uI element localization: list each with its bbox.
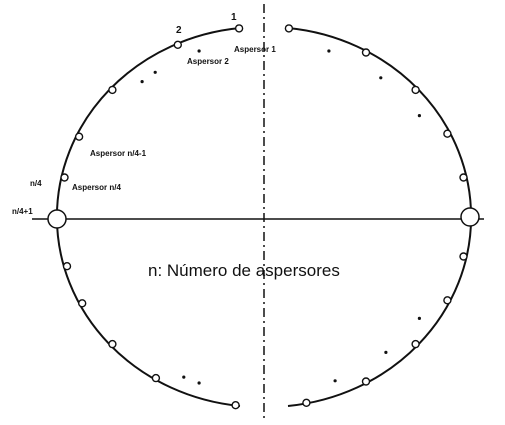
sprinkler-marker bbox=[74, 132, 84, 141]
sprinkler-1-label: Aspersor 1 bbox=[234, 45, 276, 54]
sprinkler-marker bbox=[108, 339, 117, 349]
sprinkler-marker bbox=[231, 401, 240, 410]
sprinkler-marker bbox=[361, 48, 371, 57]
sprinkler-marker bbox=[234, 24, 244, 33]
sprinkler-marker bbox=[443, 296, 452, 305]
sprinkler-marker bbox=[443, 129, 452, 138]
sprinkler-marker bbox=[284, 24, 294, 33]
spacing-dot bbox=[333, 379, 337, 383]
sprinkler-marker bbox=[411, 85, 420, 95]
sprinkler-marker bbox=[459, 173, 468, 182]
sprinkler-marker bbox=[108, 85, 117, 95]
sprinkler-right-large bbox=[460, 207, 480, 227]
sprinkler-marker bbox=[62, 262, 72, 271]
sprinkler-marker bbox=[361, 377, 371, 386]
spacing-dot bbox=[153, 70, 157, 74]
spacing-dot bbox=[384, 350, 388, 354]
sprinkler-number-2: 2 bbox=[176, 25, 182, 36]
sprinkler-marker bbox=[151, 373, 161, 383]
spacing-dot bbox=[327, 49, 331, 53]
sprinkler-marker bbox=[173, 40, 183, 49]
sprinkler-number-1: 1 bbox=[231, 12, 237, 23]
sprinkler-n4-label: Aspersor n/4 bbox=[72, 183, 121, 192]
spacing-dot bbox=[197, 381, 201, 385]
n4-label: n/4 bbox=[30, 179, 42, 188]
right-arc bbox=[287, 27, 473, 407]
sprinkler-2-label: Aspersor 2 bbox=[187, 57, 229, 66]
spacing-dots bbox=[140, 49, 421, 385]
sprinkler-left-large bbox=[47, 209, 67, 229]
spacing-dot bbox=[379, 76, 383, 80]
sprinkler-marker bbox=[459, 252, 468, 261]
sprinkler-marker bbox=[411, 339, 420, 349]
sprinkler-marker bbox=[77, 299, 87, 308]
sprinkler-n4-minus-1-label: Aspersor n/4-1 bbox=[90, 149, 147, 158]
spacing-dot bbox=[140, 80, 144, 84]
diagram-caption: n: Número de aspersores bbox=[148, 261, 340, 280]
sprinkler-marker bbox=[60, 173, 69, 182]
left-arc bbox=[55, 27, 241, 407]
spacing-dot bbox=[417, 316, 421, 320]
spacing-dot bbox=[197, 49, 201, 53]
sprinkler-markers bbox=[60, 24, 468, 410]
spacing-dot bbox=[182, 375, 186, 379]
spacing-dot bbox=[417, 114, 421, 118]
n4-plus-1-label: n/4+1 bbox=[12, 207, 33, 216]
sprinkler-marker bbox=[302, 398, 311, 407]
